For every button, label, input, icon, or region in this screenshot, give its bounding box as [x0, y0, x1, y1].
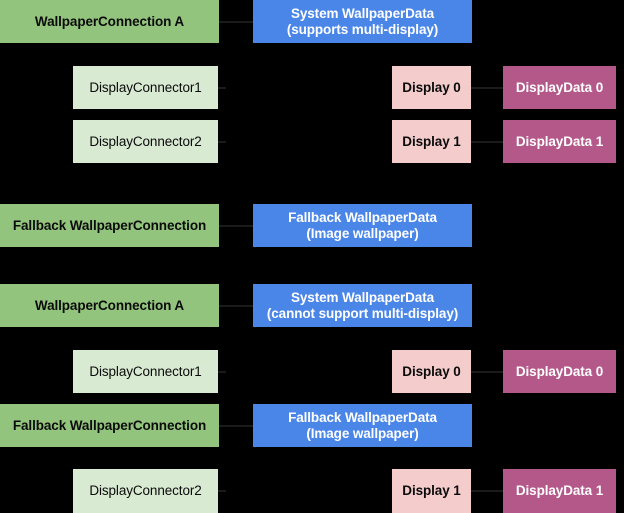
- edge-n1-to-n2: [219, 21, 253, 23]
- edge-n14-to-n15: [471, 371, 503, 373]
- node-wallpaperdata-n12[interactable]: System WallpaperData (cannot support mul…: [253, 284, 472, 327]
- edge-n19-to-n20: [471, 490, 503, 492]
- node-display-n4[interactable]: Display 0: [392, 66, 471, 109]
- node-wallpaperdata-n2[interactable]: System WallpaperData (supports multi-dis…: [253, 0, 472, 43]
- edge-n16-to-n17: [219, 425, 253, 427]
- node-connection-n11[interactable]: WallpaperConnection A: [0, 284, 219, 327]
- node-display-n19[interactable]: Display 1: [392, 469, 471, 513]
- node-displaydata-n20[interactable]: DisplayData 1: [503, 469, 616, 513]
- node-connector-n3[interactable]: DisplayConnector1: [73, 66, 218, 109]
- edge-n4-to-n5: [471, 87, 503, 89]
- node-display-n7[interactable]: Display 1: [392, 120, 471, 163]
- node-connector-n18[interactable]: DisplayConnector2: [73, 469, 218, 513]
- node-display-n14[interactable]: Display 0: [392, 350, 471, 393]
- edge-n6-to-n7: [218, 141, 226, 143]
- edge-n11-to-n12: [219, 305, 253, 307]
- edge-n13-to-n14: [218, 371, 226, 373]
- node-wallpaperdata-n17[interactable]: Fallback WallpaperData (Image wallpaper): [253, 404, 472, 447]
- node-connection-n1[interactable]: WallpaperConnection A: [0, 0, 219, 43]
- node-displaydata-n8[interactable]: DisplayData 1: [503, 120, 616, 163]
- node-wallpaperdata-n10[interactable]: Fallback WallpaperData (Image wallpaper): [253, 204, 472, 247]
- node-displaydata-n5[interactable]: DisplayData 0: [503, 66, 616, 109]
- node-connector-n13[interactable]: DisplayConnector1: [73, 350, 218, 393]
- node-displaydata-n15[interactable]: DisplayData 0: [503, 350, 616, 393]
- edge-n9-to-n10: [219, 225, 253, 227]
- node-connection-n16[interactable]: Fallback WallpaperConnection: [0, 404, 219, 447]
- edge-n7-to-n8: [471, 141, 503, 143]
- node-connection-n9[interactable]: Fallback WallpaperConnection: [0, 204, 219, 247]
- edge-n18-to-n19: [218, 490, 226, 492]
- node-connector-n6[interactable]: DisplayConnector2: [73, 120, 218, 163]
- edge-n3-to-n4: [218, 87, 226, 89]
